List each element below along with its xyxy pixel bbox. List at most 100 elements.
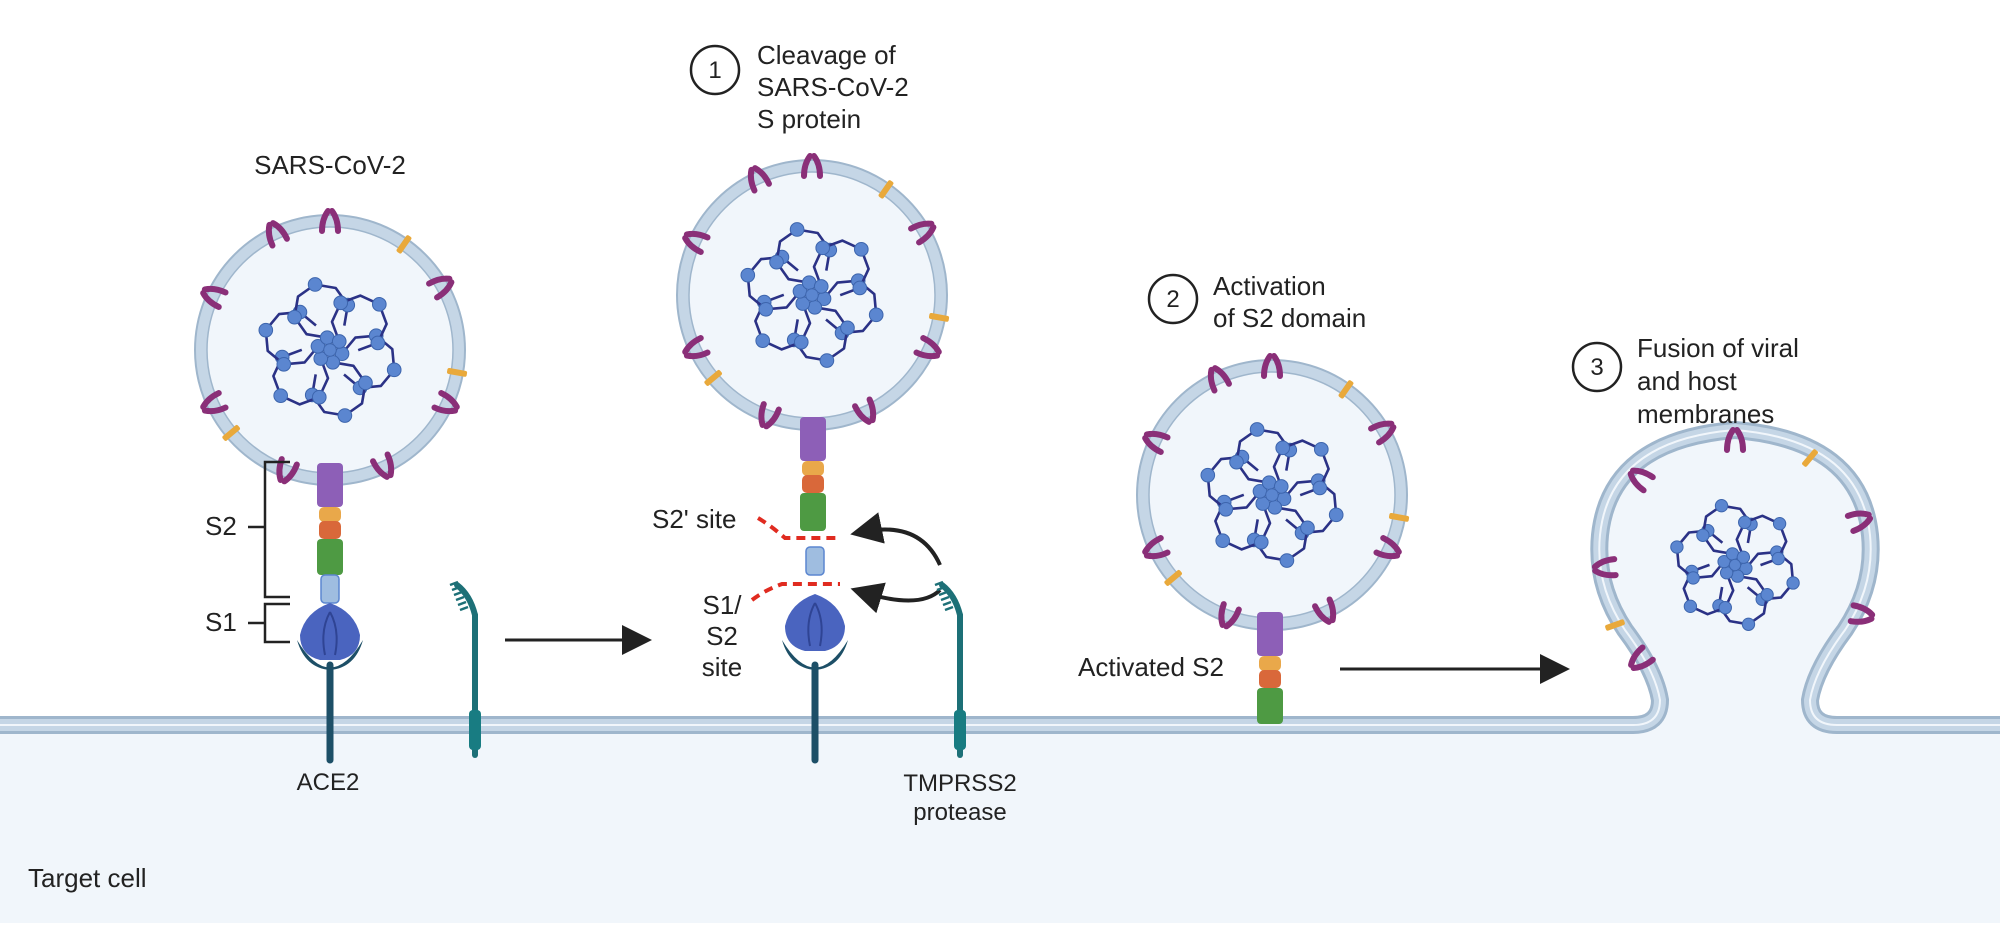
nucleoprotein — [805, 288, 819, 302]
nucleoprotein — [853, 242, 869, 257]
membrane-m-protein — [426, 275, 455, 301]
membrane-m-protein — [431, 390, 460, 415]
virion-2 — [676, 153, 950, 431]
s2-bracket — [248, 460, 290, 599]
step-1-badge — [689, 44, 741, 96]
membrane-e-protein — [396, 235, 412, 254]
virion-4 — [1591, 427, 1876, 671]
membrane-m-protein — [801, 153, 823, 179]
nucleoprotein — [740, 267, 756, 283]
s1-subunit-cleaved — [785, 594, 845, 651]
membrane-m-protein — [1142, 430, 1171, 455]
activated-s2-label: Activated S2 — [1078, 652, 1224, 682]
nucleoprotein — [793, 334, 809, 350]
tmprss2-domain-tick — [944, 605, 954, 612]
virion-3 — [1136, 353, 1410, 631]
membrane-m-protein — [1312, 596, 1337, 625]
nucleoprotein — [1253, 534, 1269, 550]
protease-action-arrow-upper — [850, 512, 942, 566]
tmprss2-domain-tick — [451, 585, 461, 592]
nucleoprotein — [1215, 533, 1231, 548]
membrane-e-protein — [878, 180, 894, 199]
nucleoprotein — [1670, 540, 1684, 554]
nucleoprotein — [1760, 588, 1774, 602]
step-2-line1: Activation — [1213, 271, 1326, 301]
nucleoprotein — [319, 330, 335, 346]
step-1-line3: S protein — [757, 104, 861, 134]
nucleoprotein — [1686, 571, 1700, 585]
step-2-badge — [1147, 273, 1199, 325]
s1-bracket — [248, 602, 290, 644]
nucleoprotein — [1714, 499, 1729, 513]
tmprss2-domain-tick — [453, 590, 463, 597]
tmprss2-domain-tick — [459, 605, 469, 612]
nucleoprotein — [755, 333, 771, 348]
tmprss2-domain-tick — [940, 595, 950, 602]
step-3-line1: Fusion of viral — [1637, 333, 1799, 363]
nucleoprotein — [758, 301, 774, 317]
step-2-line2: of S2 domain — [1213, 303, 1366, 333]
nucleoprotein — [801, 275, 817, 291]
membrane-e-protein — [1802, 449, 1818, 467]
s2-fragment-cleaved — [805, 546, 825, 576]
membrane-m-protein — [1847, 602, 1876, 625]
nucleoprotein — [807, 299, 823, 315]
nucleoprotein — [1261, 475, 1277, 491]
spike-protein-full — [300, 463, 360, 660]
nucleoprotein — [769, 254, 784, 270]
nucleoprotein — [371, 297, 387, 312]
nucleoprotein — [1218, 501, 1234, 517]
nucleoprotein — [1249, 422, 1265, 437]
nucleoprotein — [1772, 517, 1787, 531]
membrane-m-protein — [1373, 535, 1402, 560]
nucleoprotein — [868, 307, 884, 323]
target-cell-label: Target cell — [28, 863, 147, 893]
membrane-e-protein — [1164, 570, 1182, 586]
nucleoprotein — [325, 354, 341, 370]
s1s2-label-line1: S1/ — [702, 590, 742, 620]
membrane-m-protein — [1368, 420, 1397, 446]
ace2-receptor-2 — [782, 640, 848, 764]
tmprss2-domain-tick — [449, 580, 459, 587]
membrane-e-protein — [446, 368, 468, 377]
nucleoprotein — [273, 388, 289, 403]
step-3: 3 Fusion of viral and host membranes — [1571, 333, 1799, 429]
membrane-e-protein — [1605, 619, 1625, 631]
membrane-m-protein — [1724, 427, 1746, 453]
tmprss2-head — [939, 582, 963, 618]
s2prime-cleavage-line — [756, 516, 840, 540]
step-1: 1 Cleavage of SARS-CoV-2 S protein — [689, 40, 909, 134]
step-1-number: 1 — [708, 57, 721, 84]
nucleoprotein — [311, 389, 327, 405]
nucleoprotein — [1267, 499, 1283, 515]
step-1-line1: Cleavage of — [757, 40, 897, 70]
nucleoprotein — [1738, 515, 1752, 530]
nucleoprotein — [1200, 467, 1216, 483]
nucleoprotein — [819, 353, 835, 368]
membrane-m-protein — [747, 165, 772, 194]
tmprss2-label-line2: protease — [913, 799, 1006, 826]
tmprss2-domain-tick — [457, 600, 467, 607]
membrane-m-protein — [1261, 353, 1283, 379]
nucleoprotein — [358, 375, 373, 391]
s1s2-label-line3: site — [702, 652, 742, 682]
nucleoprotein — [1313, 442, 1329, 457]
membrane-m-protein — [1628, 644, 1656, 671]
nucleoprotein — [1741, 617, 1756, 631]
membrane-e-protein — [222, 425, 240, 441]
nucleoprotein — [1300, 520, 1315, 536]
tmprss2-domain-tick — [938, 590, 948, 597]
membrane-e-protein — [928, 313, 950, 322]
membrane-m-protein — [682, 230, 711, 255]
membrane-m-protein — [200, 390, 229, 415]
tmprss2-domain-tick — [942, 600, 952, 607]
membrane-m-protein — [1591, 556, 1619, 579]
nucleoprotein — [386, 362, 402, 378]
nucleoprotein — [323, 343, 337, 357]
cell-membrane — [0, 430, 2000, 923]
nucleoprotein — [258, 322, 274, 338]
nucleoprotein — [1275, 440, 1291, 456]
tmprss2-label-line1: TMPRSS2 — [903, 770, 1016, 797]
membrane-m-protein — [758, 401, 782, 430]
